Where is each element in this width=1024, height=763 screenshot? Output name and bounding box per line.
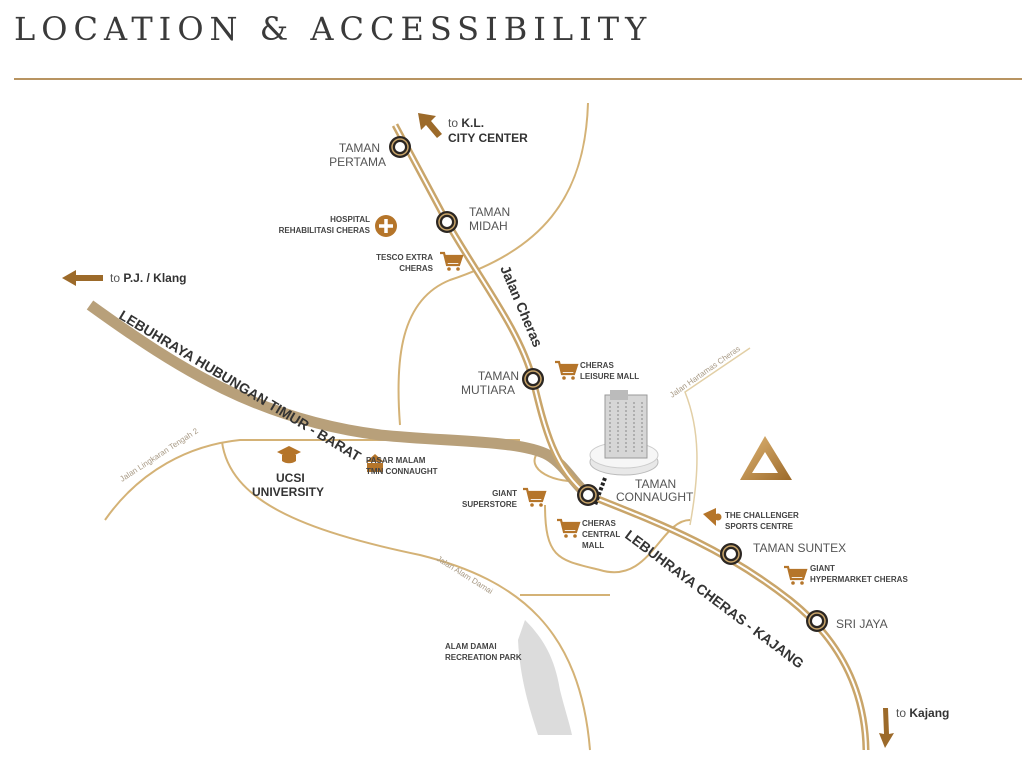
page-title: LOCATION & ACCESSIBILITY	[14, 10, 653, 48]
graduation-cap-icon	[277, 446, 301, 464]
streets	[660, 347, 751, 526]
place-label: SUPERSTORE	[462, 500, 518, 509]
shopping-cart-icon	[782, 565, 808, 586]
shopping-cart-icon	[521, 487, 547, 508]
svg-text:to P.J. / Klang: to P.J. / Klang	[110, 271, 187, 285]
arrow-kl-icon	[418, 113, 442, 138]
place-label: RECREATION PARK	[445, 653, 522, 662]
place-label: MALL	[582, 541, 604, 550]
shopping-cart-icon	[553, 360, 579, 381]
arrow-pj-icon	[62, 270, 103, 286]
brand-logo	[740, 436, 792, 480]
place-label: GIANT	[810, 564, 835, 573]
place-label: CENTRAL	[582, 530, 620, 539]
title-divider	[14, 78, 1022, 80]
road-label-jalan-cheras: Jalan Cheras	[497, 263, 546, 350]
station-label: MIDAH	[469, 219, 508, 233]
place-label: GIANT	[492, 489, 517, 498]
svg-text:to Kajang: to Kajang	[896, 706, 949, 720]
place-label: REHABILITASI CHERAS	[279, 226, 371, 235]
station-label: TAMAN	[478, 369, 519, 383]
street-alam-damai: Jalan Alam Damai	[435, 554, 495, 596]
place-label: HOSPITAL	[330, 215, 370, 224]
kl-city-center-label: CITY CENTER	[448, 131, 528, 145]
place-label: CHERAS	[580, 361, 614, 370]
shuttlecock-icon	[703, 508, 722, 526]
kajang-label: Kajang	[909, 706, 949, 720]
kl-line1: K.L.	[461, 116, 484, 130]
pj-prefix: to	[110, 271, 120, 285]
station-taman-midah-icon	[435, 210, 459, 234]
place-label: SPORTS CENTRE	[725, 522, 794, 531]
market-stall-icon	[366, 454, 384, 472]
station-label: PERTAMA	[329, 155, 386, 169]
recreation-park-area	[518, 620, 572, 735]
station-taman-pertama-icon	[388, 135, 412, 159]
ucsi-label: UCSI	[276, 471, 305, 485]
station-label: TAMAN	[469, 205, 510, 219]
street-hartamas: Jalan Hartamas Cheras	[668, 344, 742, 400]
street-lingkaran: Jalan Lingkaran Tengah 2	[118, 426, 200, 484]
minor-roads	[104, 102, 691, 751]
place-label: TESCO EXTRA	[376, 253, 433, 262]
station-label: SRI JAYA	[836, 617, 888, 631]
place-label: THE CHALLENGER	[725, 511, 799, 520]
shopping-cart-icon	[438, 251, 464, 272]
station-taman-mutiara-icon	[521, 367, 545, 391]
place-label: ALAM DAMAI	[445, 642, 497, 651]
arrow-kajang-icon	[879, 708, 894, 748]
place-label: CHERAS	[399, 264, 433, 273]
hospital-cross-icon	[375, 215, 397, 237]
shopping-cart-icon	[555, 518, 581, 539]
station-label: CONNAUGHT	[616, 490, 694, 504]
station-label: TAMAN	[339, 141, 380, 155]
kajang-prefix: to	[896, 706, 906, 720]
ucsi-label: UNIVERSITY	[252, 485, 324, 499]
svg-text:to K.L.: to K.L.	[448, 116, 484, 130]
property-building-icon	[589, 390, 659, 506]
place-label: PASAR MALAM	[366, 456, 426, 465]
pj-label: P.J. / Klang	[123, 271, 186, 285]
kl-prefix: to	[448, 116, 458, 130]
place-label: HYPERMARKET CHERAS	[810, 575, 908, 584]
station-label: TAMAN	[635, 477, 676, 491]
station-label: TAMAN SUNTEX	[753, 541, 846, 555]
station-taman-suntex-icon	[719, 542, 743, 566]
place-label: LEISURE MALL	[580, 372, 639, 381]
place-label: CHERAS	[582, 519, 616, 528]
station-sri-jaya-icon	[805, 609, 829, 633]
place-label: TMN CONNAUGHT	[366, 467, 438, 476]
station-taman-connaught-icon	[576, 483, 600, 507]
station-label: MUTIARA	[461, 383, 515, 397]
